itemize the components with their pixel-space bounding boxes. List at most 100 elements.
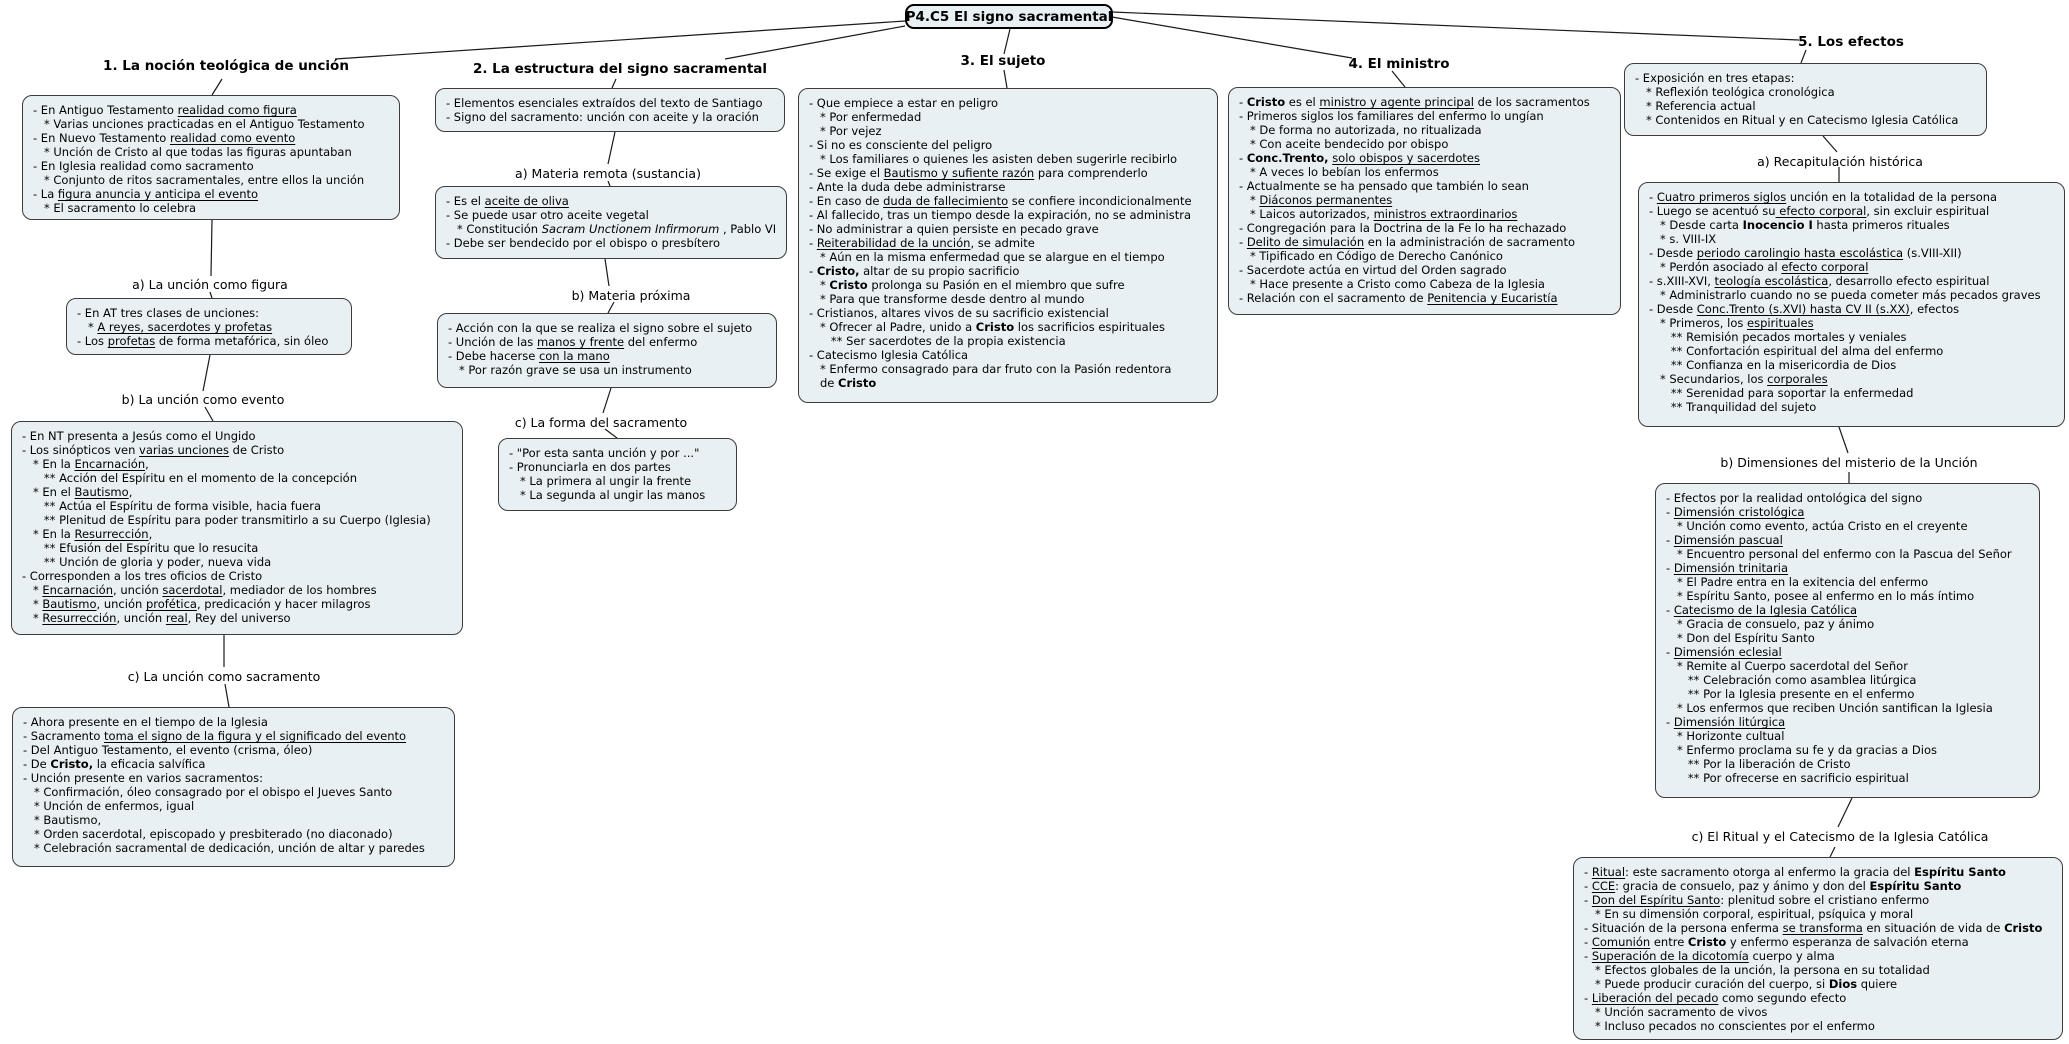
text-line: * Por razón grave se usa un instrumento (448, 363, 692, 377)
text-line: - Congregación para la Doctrina de la Fe… (1239, 221, 1567, 235)
text-line: de Cristo (809, 376, 877, 390)
branch1-link-c-label[interactable]: c) La unción como sacramento (127, 669, 321, 684)
text-line: * Conjunto de ritos sacramentales, entre… (33, 173, 365, 187)
text-line: * Para que transforme desde dentro al mu… (809, 292, 1085, 306)
text-line: * Hace presente a Cristo como Cabeza de … (1239, 277, 1545, 291)
text-line: - Dimensión eclesial (1666, 645, 1782, 659)
branch2-heading[interactable]: 2. La estructura del signo sacramental (472, 61, 768, 77)
text-line: - Que empiece a estar en peligro (809, 96, 999, 110)
branch5-sub-b-box[interactable]: - Efectos por la realidad ontológica del… (1655, 483, 2040, 798)
text-line: * Remite al Cuerpo sacerdotal del Señor (1666, 659, 1908, 673)
text-line: * Constitución Sacram Unctionem Infirmor… (446, 222, 777, 236)
branch1-sub-a-box[interactable]: - En AT tres clases de unciones: * A rey… (66, 298, 352, 355)
text-line: - Dimensión pascual (1666, 533, 1783, 547)
text-line: - "Por esta santa unción y por ..." (509, 446, 700, 460)
text-line: * Horizonte cultual (1666, 729, 1785, 743)
branch4-heading[interactable]: 4. El ministro (1348, 56, 1450, 72)
branch2-sub-a-box[interactable]: - Es el aceite de oliva- Se puede usar o… (435, 186, 787, 259)
text-line: * Enfermo consagrado para dar fruto con … (809, 362, 1172, 376)
text-line: * Confirmación, óleo consagrado por el o… (23, 785, 393, 799)
text-line: ** Por ofrecerse en sacrificio espiritua… (1666, 771, 1909, 785)
text-line: * Unción de enfermos, igual (23, 799, 195, 813)
branch1-link-b-label[interactable]: b) La unción como evento (121, 392, 285, 407)
branch5-sub-a-box[interactable]: - Cuatro primeros siglos unción en la to… (1638, 182, 2065, 427)
branch2-main-box[interactable]: - Elementos esenciales extraídos del tex… (435, 88, 785, 132)
text-line: * Unción como evento, actúa Cristo en el… (1666, 519, 1968, 533)
branch1-heading[interactable]: 1. La noción teológica de unción (103, 58, 349, 74)
text-line: * Bautismo, unción profética, predicació… (22, 597, 371, 611)
text-line: * Tipificado en Código de Derecho Canóni… (1239, 249, 1503, 263)
text-line: ** Por la Iglesia presente en el enfermo (1666, 687, 1915, 701)
text-line: * Encarnación, unción sacerdotal, mediad… (22, 583, 377, 597)
branch5-link-c-label[interactable]: c) El Ritual y el Catecismo de la Iglesi… (1691, 829, 1989, 844)
text-line: ** Acción del Espíritu en el momento de … (22, 471, 357, 485)
text-line: * s. VIII-IX (1649, 232, 1717, 246)
text-line: - Desde periodo carolingio hasta escolás… (1649, 246, 1962, 260)
text-line: - Cuatro primeros siglos unción en la to… (1649, 190, 1998, 204)
root-node[interactable]: P4.C5 El signo sacramental (905, 4, 1113, 29)
text-line: * Por enfermedad (809, 110, 922, 124)
branch5-main-box[interactable]: - Exposición en tres etapas: * Reflexión… (1624, 63, 1987, 136)
branch5-link-a-label[interactable]: a) Recapitulación histórica (1757, 154, 1923, 169)
text-line: * Por vejez (809, 124, 882, 138)
text-line: * Ofrecer al Padre, unido a Cristo los s… (809, 320, 1165, 334)
branch5-sub-c-box[interactable]: - Ritual: este sacramento otorga al enfe… (1573, 857, 2063, 1040)
text-line: * Enfermo proclama su fe y da gracias a … (1666, 743, 1937, 757)
text-line: * Los enfermos que reciben Unción santif… (1666, 701, 1993, 715)
text-line: * Unción de Cristo al que todas las figu… (33, 145, 352, 159)
text-line: * Perdón asociado al efecto corporal (1649, 260, 1869, 274)
text-line: - Los profetas de forma metafórica, sin … (77, 334, 329, 348)
branch2-link-b-label[interactable]: b) Materia próxima (571, 288, 691, 303)
branch1-main-box[interactable]: - En Antiguo Testamento realidad como fi… (22, 95, 400, 220)
text-line: * Incluso pecados no conscientes por el … (1584, 1019, 1875, 1033)
branch2-link-a-label[interactable]: a) Materia remota (sustancia) (515, 166, 701, 181)
text-line: - Se exige el Bautismo y sufiente razón … (809, 166, 1148, 180)
text-line: - En Nuevo Testamento realidad como even… (33, 131, 296, 145)
text-line: - Conc.Trento, solo obispos y sacerdotes (1239, 151, 1480, 165)
branch2-sub-b-box[interactable]: - Acción con la que se realiza el signo … (437, 313, 777, 388)
text-line: * Espíritu Santo, posee al enfermo en lo… (1666, 589, 1975, 603)
text-line: * Efectos globales de la unción, la pers… (1584, 963, 1930, 977)
text-line: - Dimensión litúrgica (1666, 715, 1786, 729)
text-line: * Desde carta Inocencio I hasta primeros… (1649, 218, 1950, 232)
text-line: * Secundarios, los corporales (1649, 372, 1828, 386)
text-line: ** Remisión pecados mortales y veniales (1649, 330, 1907, 344)
text-line: - Catecismo Iglesia Católica (809, 348, 969, 362)
text-line: ** Plenitud de Espíritu para poder trans… (22, 513, 431, 527)
branch1-sub-b-box[interactable]: - En NT presenta a Jesús como el Ungido-… (11, 421, 463, 635)
text-line: * Cristo prolonga su Pasión en el miembr… (809, 278, 1125, 292)
text-line: - Unción presente en varios sacramentos: (23, 771, 264, 785)
text-line: - Acción con la que se realiza el signo … (448, 321, 753, 335)
text-line: - En Antiguo Testamento realidad como fi… (33, 103, 297, 117)
text-line: ** Ser sacerdotes de la propia existenci… (809, 334, 1066, 348)
text-line: - Cristianos, altares vivos de su sacrif… (809, 306, 1109, 320)
text-line: - Ahora presente en el tiempo de la Igle… (23, 715, 268, 729)
text-line: - Dimensión trinitaria (1666, 561, 1789, 575)
text-line: * De forma no autorizada, no ritualizada (1239, 123, 1482, 137)
text-line: - Los sinópticos ven varias unciones de … (22, 443, 285, 457)
text-line: * Referencia actual (1635, 99, 1756, 113)
branch2-link-c-label[interactable]: c) La forma del sacramento (514, 415, 688, 430)
text-line: - Ritual: este sacramento otorga al enfe… (1584, 865, 2006, 879)
branch4-main-box[interactable]: - Cristo es el ministro y agente princip… (1228, 87, 1621, 315)
branch1-link-a-label[interactable]: a) La unción como figura (132, 277, 288, 292)
text-line: - Al fallecido, tras un tiempo desde la … (809, 208, 1191, 222)
branch3-heading[interactable]: 3. El sujeto (960, 53, 1046, 69)
branch1-sub-c-box[interactable]: - Ahora presente en el tiempo de la Igle… (12, 707, 455, 867)
branch2-sub-c-box[interactable]: - "Por esta santa unción y por ..."- Pro… (498, 438, 737, 511)
branch3-main-box[interactable]: - Que empiece a estar en peligro * Por e… (798, 88, 1218, 403)
text-line: - Sacerdote actúa en virtud del Orden sa… (1239, 263, 1507, 277)
text-line: * Contenidos en Ritual y en Catecismo Ig… (1635, 113, 1959, 127)
text-line: ** Por la liberación de Cristo (1666, 757, 1851, 771)
text-line: - La figura anuncia y anticipa el evento (33, 187, 259, 201)
text-line: - Exposición en tres etapas: (1635, 71, 1795, 85)
text-line: * A reyes, sacerdotes y profetas (77, 320, 273, 334)
text-line: - Sacramento toma el signo de la figura … (23, 729, 407, 743)
text-line: ** Unción de gloria y poder, nueva vida (22, 555, 272, 569)
branch5-heading[interactable]: 5. Los efectos (1798, 34, 1904, 50)
branch5-link-b-label[interactable]: b) Dimensiones del misterio de la Unción (1720, 455, 1978, 470)
text-line: * Reflexión teológica cronológica (1635, 85, 1835, 99)
text-line: - En caso de duda de fallecimiento se co… (809, 194, 1192, 208)
text-line: - En Iglesia realidad como sacramento (33, 159, 254, 173)
text-line: * Unción sacramento de vivos (1584, 1005, 1768, 1019)
